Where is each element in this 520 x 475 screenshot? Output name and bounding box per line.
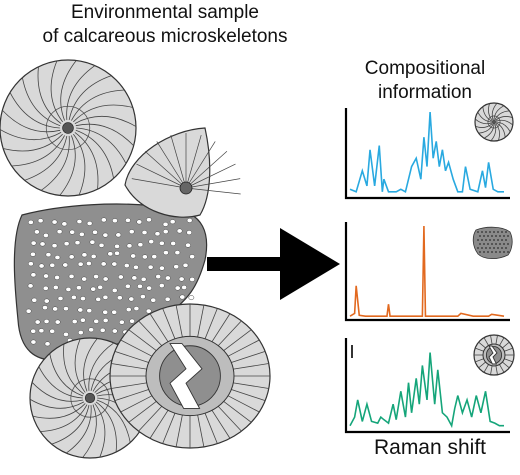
spiral-foram-shell-small xyxy=(124,127,241,218)
output-label-line1: Compositional xyxy=(364,58,486,79)
process-arrow xyxy=(207,228,340,300)
spiral-shell-icon xyxy=(474,102,514,142)
spectrum-panel-bottom xyxy=(344,338,510,434)
spectrum-panel-top xyxy=(344,108,510,200)
spectrum-line-bottom xyxy=(349,352,504,429)
figure-title-line1: Environmental sample xyxy=(71,2,259,23)
figure-title-line2: of calcareous microskeletons xyxy=(42,26,288,47)
bivalve-shell-icon xyxy=(473,334,515,376)
x-axis-label: Raman shift xyxy=(373,436,487,459)
spectrum-line-middle xyxy=(349,225,505,317)
spectrum-panel-middle xyxy=(344,222,510,322)
spiral-foram-shell-large xyxy=(0,59,137,197)
output-label-line2: information xyxy=(378,82,472,103)
ring-shell xyxy=(109,303,271,449)
spectrum-line-top xyxy=(349,111,504,194)
porous-skeleton-icon xyxy=(472,226,513,260)
